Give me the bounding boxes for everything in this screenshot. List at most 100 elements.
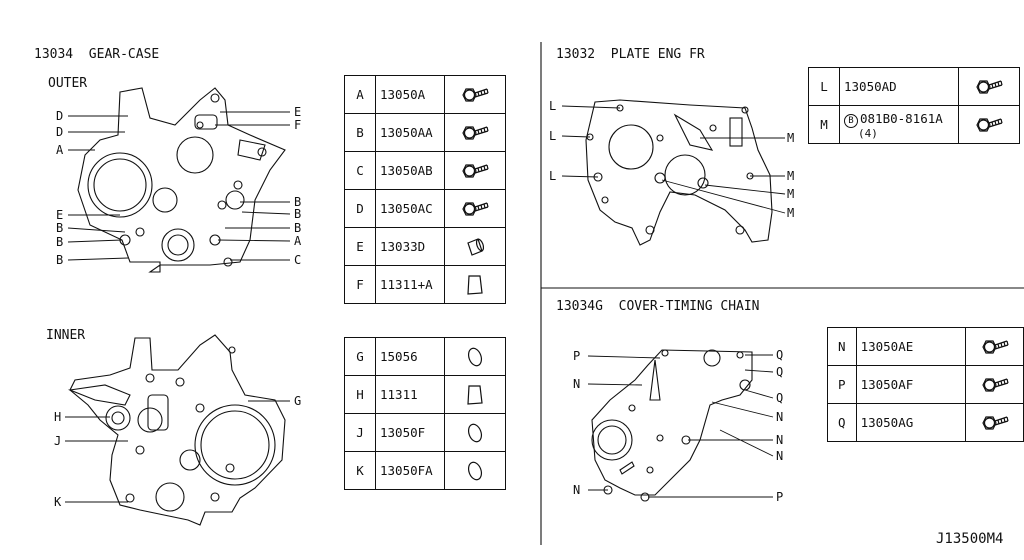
inner-subheading: INNER (46, 328, 86, 343)
part-prefix-circle: B (844, 113, 858, 128)
bolt-icon (981, 415, 1009, 430)
callout-outer-left: D (56, 125, 64, 139)
callout-plate-left: L (549, 99, 557, 113)
part-icon-cell (444, 227, 506, 266)
part-number-cell: 13050AB (375, 151, 445, 190)
part-icon-cell (444, 375, 506, 414)
part-number: 11311 (380, 387, 418, 402)
part-number-cell: 13033D (375, 227, 445, 266)
part-number: 13050AG (860, 415, 914, 430)
cover-heading: 13034G COVER-TIMING CHAIN (556, 300, 760, 313)
part-key: D (344, 189, 376, 228)
part-number-cell: 13050FA (375, 451, 445, 490)
callout-outer-left: E (56, 208, 64, 222)
callout-outer-right: B (294, 221, 302, 235)
part-key: M (808, 105, 840, 144)
callout-outer-right: A (294, 234, 302, 248)
callout-cover-right: Q (776, 348, 784, 362)
part-key: P (827, 365, 857, 404)
part-key: N (827, 327, 857, 366)
inner-gear-case-drawing (67, 334, 286, 526)
part-number: 13050AD (844, 79, 897, 94)
gear-case-heading: 13034 GEAR-CASE (34, 48, 159, 61)
part-icon-cell (444, 151, 506, 190)
part-icon-cell (444, 337, 506, 376)
part-number-cell: 15056 (375, 337, 445, 376)
cover-code: 13034G (556, 299, 603, 314)
cover-name: COVER-TIMING CHAIN (618, 299, 760, 314)
part-number-cell: 13050AA (375, 113, 445, 152)
callout-plate-left: L (549, 129, 557, 143)
cover-leader-lines (587, 354, 774, 498)
callout-inner-left: J (54, 434, 62, 448)
callout-plate-right: M (787, 187, 795, 201)
part-number: 13050AB (380, 163, 433, 178)
bolt-icon (981, 339, 1009, 354)
part-number: 13050AA (380, 125, 433, 140)
gasket-icon (467, 384, 483, 405)
callout-plate-right: M (787, 206, 795, 220)
callout-outer-left: B (56, 221, 64, 235)
callout-cover-right: N (776, 410, 784, 424)
callout-plate-right: M (787, 169, 795, 183)
part-key: Q (827, 403, 857, 442)
part-icon-cell (444, 451, 506, 490)
callout-cover-right: N (776, 449, 784, 463)
part-number-cell: 13050AD (839, 67, 959, 106)
plate-heading: 13032 PLATE ENG FR (556, 48, 705, 61)
plate-eng-fr-drawing (585, 99, 773, 246)
plate-leader-lines (561, 105, 786, 214)
part-number-cell: 13050AC (375, 189, 445, 228)
part-icon-cell (965, 403, 1024, 442)
part-icon-cell (444, 189, 506, 228)
part-number-cell: 13050AE (855, 327, 967, 366)
o-ring-icon (467, 423, 483, 442)
outer-leader-lines (67, 111, 291, 261)
part-number: 15056 (380, 349, 418, 364)
part-icon-cell (958, 67, 1020, 106)
bolt-icon (462, 125, 489, 140)
part-key: A (344, 75, 376, 114)
part-number-cell: 13050AF (855, 365, 967, 404)
part-number: 13050A (380, 87, 426, 102)
callout-outer-right: F (294, 118, 302, 132)
callout-cover-right: N (776, 433, 784, 447)
callout-outer-right: E (294, 105, 302, 119)
callout-outer-right: C (294, 253, 302, 267)
part-key: J (344, 413, 376, 452)
inner-leader-lines (65, 400, 290, 503)
callout-inner-left: H (54, 410, 62, 424)
bolt-icon (462, 163, 489, 178)
callout-outer-left: D (56, 109, 64, 123)
callout-cover-left: P (573, 349, 581, 363)
part-icon-cell (444, 413, 506, 452)
part-number: 13050AF (860, 377, 914, 392)
cover-timing-chain-drawing (591, 349, 753, 502)
callout-plate-left: L (549, 169, 557, 183)
part-number: 13033D (380, 239, 426, 254)
part-number: 13050AC (380, 201, 433, 216)
part-row: A 13050A (344, 75, 506, 114)
part-key: L (808, 67, 840, 106)
callout-cover-left: N (573, 483, 581, 497)
part-number-cell: 11311 (375, 375, 445, 414)
bolt-icon (976, 79, 1003, 94)
part-icon-cell (444, 75, 506, 114)
callout-inner-right: G (294, 394, 302, 408)
plate-code: 13032 (556, 47, 596, 62)
part-icon-cell (444, 113, 506, 152)
gasket-icon (467, 274, 483, 295)
plate-name: PLATE ENG FR (610, 47, 705, 62)
part-icon-cell (965, 327, 1024, 366)
callout-outer-left: A (56, 143, 64, 157)
gear-case-name: GEAR-CASE (88, 47, 160, 62)
